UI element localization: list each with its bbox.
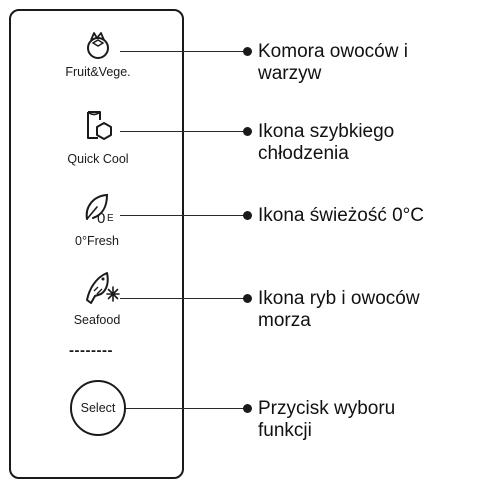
quick-cool-label: Quick Cool: [67, 152, 129, 166]
tomato-icon[interactable]: [84, 30, 112, 60]
leader-dot: [243, 211, 252, 220]
leader-line: [120, 131, 248, 132]
leaf-zero-digit: 0: [97, 210, 106, 227]
select-description: Przycisk wyboru funkcji: [258, 398, 396, 441]
quick-cool-icon[interactable]: [83, 108, 117, 144]
leaf-zero-icon[interactable]: [83, 191, 123, 225]
more-items-separator: --------: [69, 342, 113, 359]
fruit-vege-description: Komora owoców i warzyw: [258, 41, 408, 84]
seafood-description: Ikona ryb i owoców morza: [258, 288, 420, 331]
leader-line: [120, 298, 248, 299]
leader-dot: [243, 47, 252, 56]
leader-line: [120, 51, 248, 52]
leaf-small-e: E: [107, 213, 114, 224]
zero-fresh-label: 0°Fresh: [75, 234, 119, 248]
leader-dot: [243, 404, 252, 413]
quick-cool-description: Ikona szybkiego chłodzenia: [258, 121, 395, 164]
zero-fresh-description: Ikona świeżość 0°C: [258, 205, 424, 226]
seafood-label: Seafood: [73, 313, 121, 327]
leader-line: [126, 408, 248, 409]
leader-line: [120, 215, 248, 216]
leader-dot: [243, 127, 252, 136]
fish-snowflake-icon[interactable]: [83, 270, 123, 306]
leader-dot: [243, 294, 252, 303]
fruit-vege-label: Fruit&Vege.: [65, 65, 131, 79]
select-button[interactable]: Select: [70, 380, 126, 436]
